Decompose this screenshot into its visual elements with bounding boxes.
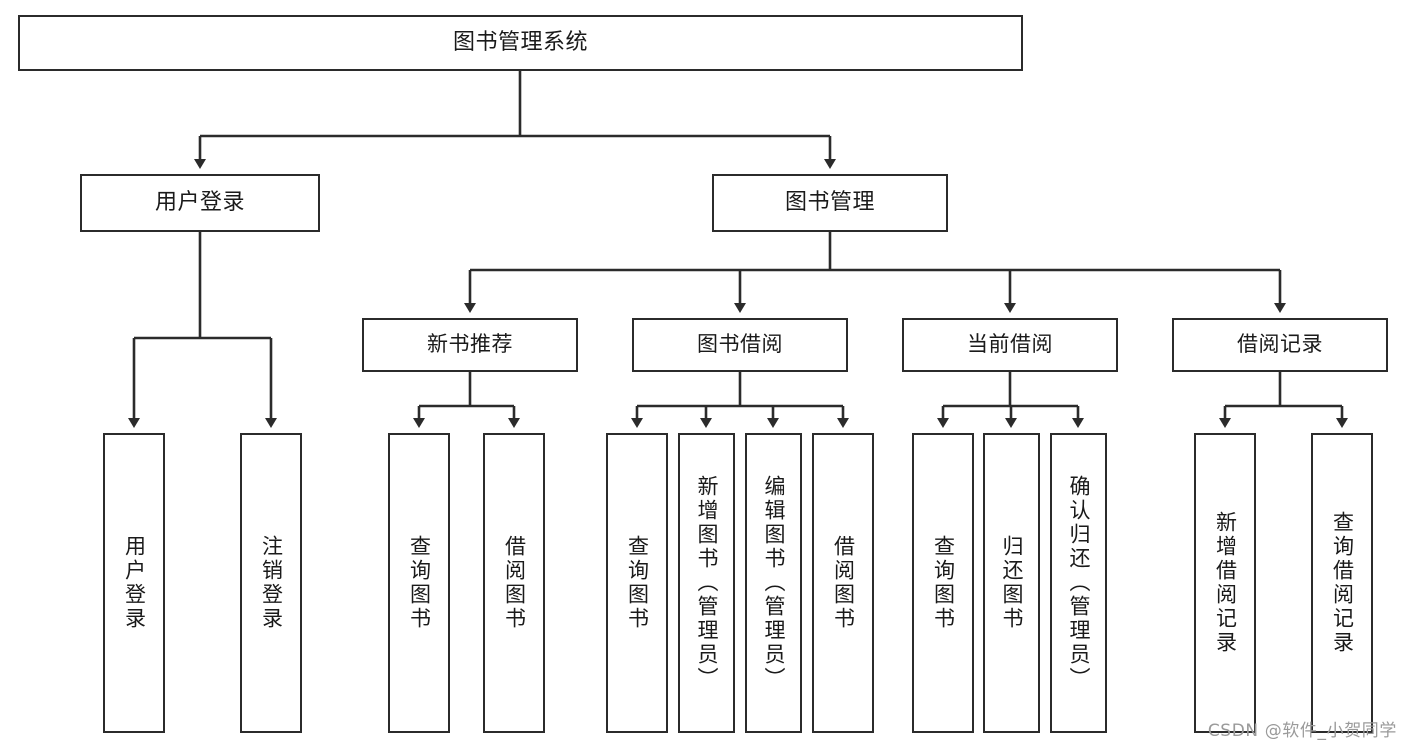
node-user-login[interactable]: 用户登录: [80, 174, 320, 232]
node-leaf-confirm-return[interactable]: 确认归还（管理员）: [1050, 433, 1107, 733]
node-leaf-query-record-label: 查询借阅记录: [1330, 511, 1355, 655]
edges-borrow-record-to-leaves: [1219, 372, 1348, 428]
node-user-login-label: 用户登录: [154, 189, 245, 215]
node-root[interactable]: 图书管理系统: [18, 15, 1023, 71]
node-leaf-user-login-label: 用户登录: [122, 535, 147, 631]
edges-book-borrow-to-leaves: [631, 372, 849, 428]
node-leaf-edit-book-label: 编辑图书（管理员）: [762, 475, 786, 691]
edges-book-manage-to-level2: [464, 232, 1286, 313]
edges-user-login-to-leaves: [128, 232, 277, 428]
node-book-borrow-label: 图书借阅: [697, 332, 783, 357]
node-leaf-query-book-3-label: 查询图书: [931, 535, 956, 631]
node-leaf-borrow-book-2[interactable]: 借阅图书: [812, 433, 874, 733]
node-book-manage-label: 图书管理: [784, 189, 875, 215]
edges-current-borrow-to-leaves: [937, 372, 1084, 428]
node-leaf-return-book[interactable]: 归还图书: [983, 433, 1040, 733]
node-leaf-edit-book[interactable]: 编辑图书（管理员）: [745, 433, 802, 733]
node-leaf-add-record-label: 新增借阅记录: [1213, 511, 1238, 655]
node-leaf-borrow-book-1[interactable]: 借阅图书: [483, 433, 545, 733]
node-leaf-add-book-label: 新增图书（管理员）: [695, 475, 719, 691]
node-leaf-user-logout-label: 注销登录: [259, 535, 284, 631]
node-leaf-add-record[interactable]: 新增借阅记录: [1194, 433, 1256, 733]
node-leaf-query-book-1[interactable]: 查询图书: [388, 433, 450, 733]
node-current-borrow-label: 当前借阅: [967, 332, 1053, 357]
node-leaf-borrow-book-2-label: 借阅图书: [831, 535, 856, 631]
node-leaf-query-book-2-label: 查询图书: [625, 535, 650, 631]
node-leaf-query-book-1-label: 查询图书: [407, 535, 432, 631]
node-borrow-record-label: 借阅记录: [1237, 332, 1323, 357]
node-leaf-query-record[interactable]: 查询借阅记录: [1311, 433, 1373, 733]
node-leaf-add-book[interactable]: 新增图书（管理员）: [678, 433, 735, 733]
node-leaf-query-book-2[interactable]: 查询图书: [606, 433, 668, 733]
node-new-book-rec[interactable]: 新书推荐: [362, 318, 578, 372]
node-leaf-confirm-return-label: 确认归还（管理员）: [1067, 475, 1091, 691]
node-book-borrow[interactable]: 图书借阅: [632, 318, 848, 372]
node-leaf-user-logout[interactable]: 注销登录: [240, 433, 302, 733]
node-leaf-borrow-book-1-label: 借阅图书: [502, 535, 527, 631]
node-current-borrow[interactable]: 当前借阅: [902, 318, 1118, 372]
node-book-manage[interactable]: 图书管理: [712, 174, 948, 232]
node-new-book-rec-label: 新书推荐: [427, 332, 513, 357]
edges-root-to-level1: [194, 71, 836, 169]
edges-new-book-rec-to-leaves: [413, 372, 520, 428]
node-borrow-record[interactable]: 借阅记录: [1172, 318, 1388, 372]
node-leaf-user-login[interactable]: 用户登录: [103, 433, 165, 733]
watermark-text: CSDN @软件_小贺同学: [1207, 721, 1397, 741]
node-leaf-return-book-label: 归还图书: [1000, 535, 1024, 631]
node-root-label: 图书管理系统: [452, 29, 588, 55]
node-leaf-query-book-3[interactable]: 查询图书: [912, 433, 974, 733]
